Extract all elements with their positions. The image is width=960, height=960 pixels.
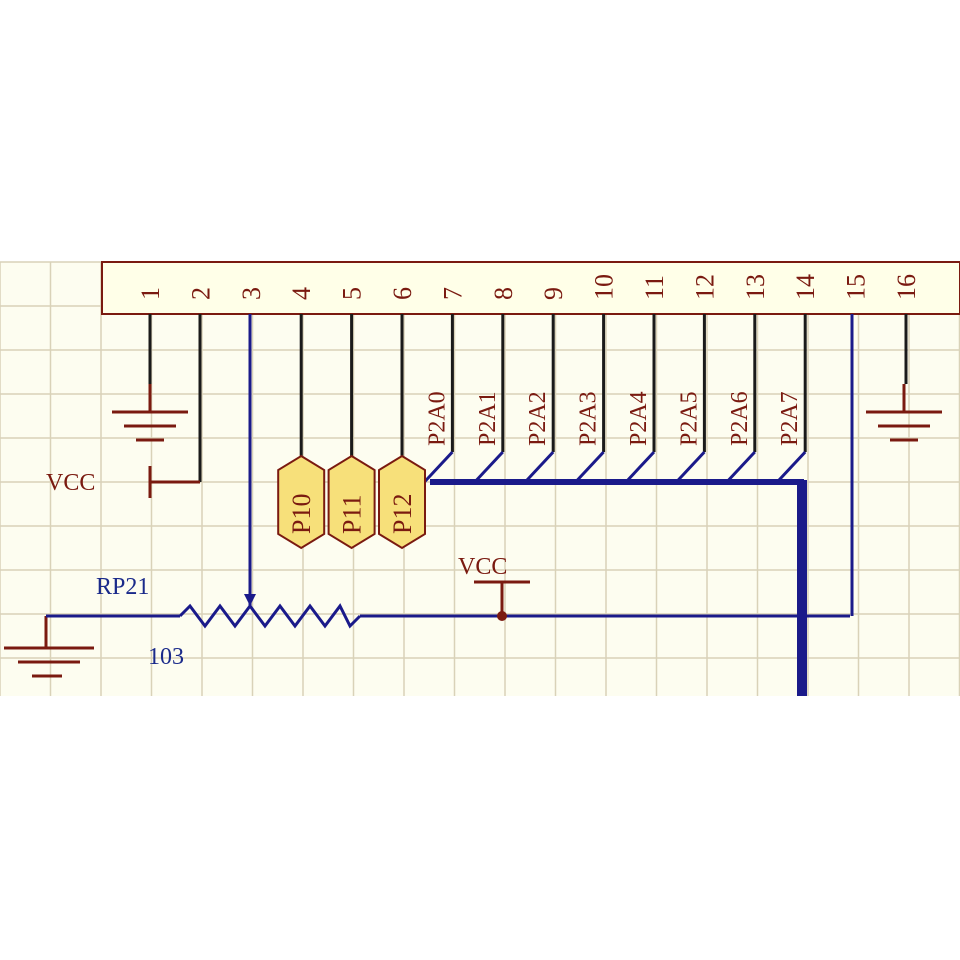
ground-symbol-pot <box>4 616 94 678</box>
ground-symbol-pin16 <box>866 384 942 442</box>
pin-number-7: 7 <box>438 287 467 300</box>
pin-number-10: 10 <box>590 274 619 300</box>
ground-symbol-pin1 <box>112 384 188 442</box>
bus-entry <box>524 450 555 484</box>
pin-number-2: 2 <box>186 287 215 300</box>
bus-entry <box>423 450 454 484</box>
net-label-P2A6: P2A6 <box>727 391 753 446</box>
pin-number-14: 14 <box>791 274 820 300</box>
bus-entry <box>574 450 605 484</box>
port-P11[interactable] <box>327 454 376 550</box>
net-label-P2A2: P2A2 <box>525 391 551 446</box>
bus-entry <box>725 450 756 484</box>
port-label-P12: P12 <box>388 494 417 534</box>
net-label-P2A4: P2A4 <box>626 391 652 446</box>
pot-designator: RP21 <box>96 574 149 600</box>
vcc-label-mid: VCC <box>458 554 507 580</box>
bus-entry <box>624 450 656 484</box>
pot-value: 103 <box>148 644 184 670</box>
bus-entries <box>423 450 807 484</box>
net-label-P2A0: P2A0 <box>424 391 450 446</box>
pin-number-5: 5 <box>338 287 367 300</box>
pin-number-3: 3 <box>237 287 266 300</box>
vcc-symbol-mid: VCC <box>458 554 530 621</box>
pin-number-16: 16 <box>892 274 921 300</box>
port-P12[interactable] <box>378 454 426 550</box>
bus-entry <box>675 450 706 484</box>
pin-number-15: 15 <box>842 274 871 300</box>
vcc-symbol-left: VCC <box>46 314 202 498</box>
port-labels: P10 P11 P12 <box>277 454 426 550</box>
connector-body[interactable] <box>101 261 960 315</box>
pin-number-6: 6 <box>388 287 417 300</box>
net-label-P2A1: P2A1 <box>475 391 501 446</box>
bus-entry <box>473 450 504 484</box>
net-label-P2A5: P2A5 <box>676 391 702 446</box>
bus-entry <box>776 450 807 484</box>
net-label-P2A3: P2A3 <box>576 391 602 446</box>
pin-number-1: 1 <box>136 287 165 300</box>
pin-number-13: 13 <box>741 274 770 300</box>
pin-number-8: 8 <box>489 287 518 300</box>
net-label-P2A7: P2A7 <box>777 391 803 446</box>
port-P10[interactable] <box>277 454 326 550</box>
pin-number-9: 9 <box>539 287 568 300</box>
pin-leads <box>148 314 908 456</box>
pin-number-4: 4 <box>287 287 316 300</box>
port-label-P10: P10 <box>287 494 316 534</box>
net-labels: P2A0 P2A1 P2A2 P2A3 P2A4 P2A5 P2A6 P2A7 <box>424 391 803 446</box>
junction-dot <box>497 611 507 621</box>
potentiometer-rp21[interactable]: RP21 103 <box>46 314 850 670</box>
pin-number-11: 11 <box>640 275 669 300</box>
pin-number-12: 12 <box>690 274 719 300</box>
port-label-P11: P11 <box>338 495 367 535</box>
vcc-label-left: VCC <box>46 470 95 496</box>
